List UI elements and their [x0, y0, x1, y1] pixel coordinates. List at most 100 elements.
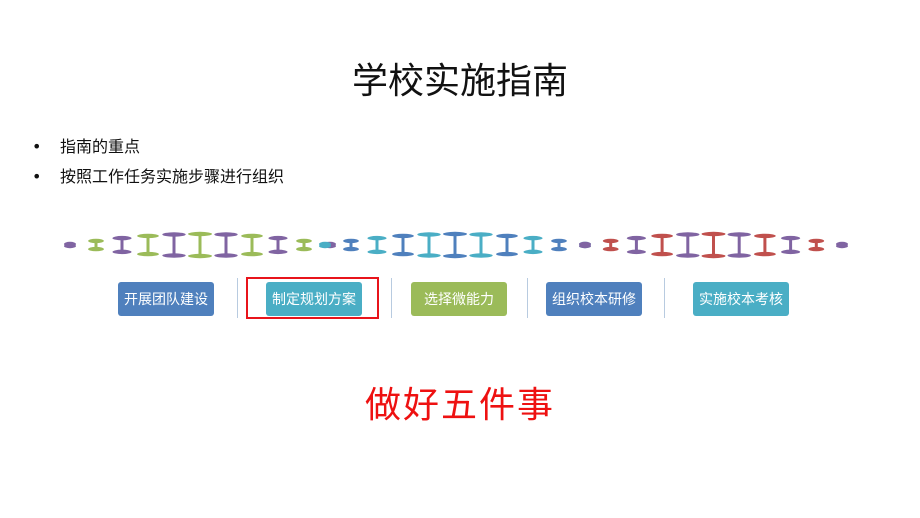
step-make-plan: 制定规划方案	[266, 282, 362, 316]
wave-cap-top	[579, 241, 591, 247]
wave-cap-bottom	[367, 249, 387, 255]
wave-cap-bottom	[579, 243, 591, 249]
wave-cap-top	[701, 231, 726, 237]
bullet-item: • 指南的重点	[32, 136, 284, 166]
wave-bar	[814, 240, 818, 250]
step-label: 制定规划方案	[272, 292, 356, 308]
highlight-box	[246, 277, 379, 319]
wave-cap-top	[324, 241, 336, 247]
step-label: 开展团队建设	[124, 292, 208, 308]
wave-bar	[583, 244, 587, 246]
wave-cap-top	[162, 232, 186, 237]
wave-bar	[94, 240, 98, 250]
wave-cap-bottom	[343, 246, 359, 252]
wave-cap-top	[602, 238, 619, 244]
step-divider	[391, 278, 392, 318]
wave-cap-top	[754, 233, 776, 239]
wave-bar	[276, 238, 280, 252]
wave-cap-bottom	[324, 243, 336, 249]
wave-cap-top	[392, 233, 414, 239]
wave-cap-top	[727, 232, 751, 237]
step-choose-micro-ability: 选择微能力	[411, 282, 507, 316]
wave-cap-bottom	[626, 249, 646, 255]
step-divider	[664, 278, 665, 318]
wave-bar	[302, 240, 306, 250]
wave-bar	[609, 240, 613, 250]
wave-cap-top	[651, 233, 673, 239]
wave-bar	[789, 238, 793, 252]
wave-cap-top	[676, 232, 700, 237]
wave-bar	[427, 234, 431, 256]
bullet-item: • 按照工作任务实施步骤进行组织	[32, 166, 284, 196]
wave-bar	[479, 234, 483, 256]
wave-cap-bottom	[781, 249, 801, 255]
bullet-list: • 指南的重点 • 按照工作任务实施步骤进行组织	[32, 136, 284, 196]
wave-cap-top	[781, 235, 801, 241]
bullet-dot-icon: •	[32, 137, 42, 156]
wave-bar	[763, 235, 767, 255]
wave-bar	[349, 240, 353, 250]
wave-cap-bottom	[651, 251, 673, 257]
wave-cap-top	[88, 238, 104, 244]
slogan-text: 做好五件事	[364, 385, 555, 426]
wave-cap-bottom	[727, 253, 751, 258]
wave-cap-top	[626, 235, 646, 241]
wave-cap-bottom	[268, 249, 288, 255]
wave-cap-bottom	[676, 253, 700, 258]
wave-cap-bottom	[64, 243, 76, 249]
wave-bar	[840, 244, 844, 246]
wave-cap-bottom	[88, 246, 104, 252]
step-divider	[527, 278, 528, 318]
wave-cap-bottom	[443, 253, 467, 259]
wave-cap-top	[443, 231, 467, 237]
wave-cap-bottom	[137, 251, 159, 257]
wave-cap-top	[343, 238, 359, 244]
wave-bar	[172, 234, 176, 256]
wave-bar	[120, 238, 124, 252]
wave-cap-top	[523, 235, 543, 241]
wave-cap-top	[214, 232, 238, 237]
slide-title: 学校实施指南	[351, 61, 568, 102]
wave-cap-bottom	[808, 246, 825, 252]
wave-cap-top	[496, 233, 518, 239]
step-school-training: 组织校本研修	[546, 282, 642, 316]
wave-cap-bottom	[551, 246, 567, 252]
wave-cap-top	[112, 235, 132, 241]
wave-cap-bottom	[214, 253, 238, 258]
wave-cap-bottom	[188, 253, 212, 259]
step-label: 组织校本研修	[552, 292, 636, 308]
wave-cap-top	[836, 241, 848, 247]
wave-bar	[375, 238, 379, 252]
step-school-assessment: 实施校本考核	[693, 282, 789, 316]
wave-bar	[712, 234, 715, 256]
step-label: 选择微能力	[424, 292, 494, 308]
bullet-text: 指南的重点	[60, 137, 141, 156]
wave-cap-top	[319, 241, 331, 247]
step-label: 实施校本考核	[699, 292, 783, 308]
wave-bar	[146, 235, 150, 255]
wave-cap-bottom	[241, 251, 263, 257]
wave-cap-bottom	[701, 253, 726, 259]
wave-bar	[557, 240, 561, 250]
wave-cap-bottom	[112, 249, 132, 255]
wave-cap-bottom	[523, 249, 543, 255]
wave-cap-top	[137, 233, 159, 239]
wave-cap-top	[188, 231, 212, 237]
wave-bar	[686, 234, 690, 256]
wave-bar	[198, 234, 202, 256]
wave-cap-top	[268, 235, 288, 241]
wave-cap-bottom	[296, 246, 312, 252]
wave-cap-bottom	[754, 251, 776, 257]
wave-cap-top	[551, 238, 567, 244]
wave-bar	[328, 244, 332, 246]
wave-cap-top	[469, 232, 493, 237]
wave-cap-top	[367, 235, 387, 241]
wave-cap-bottom	[836, 243, 848, 249]
wave-cap-top	[417, 232, 441, 237]
wave-bar	[737, 234, 741, 256]
wave-cap-top	[241, 233, 263, 239]
wave-cap-bottom	[602, 246, 619, 252]
wave-cap-top	[579, 241, 591, 247]
wave-bar	[583, 244, 587, 246]
wave-bar	[250, 235, 254, 255]
